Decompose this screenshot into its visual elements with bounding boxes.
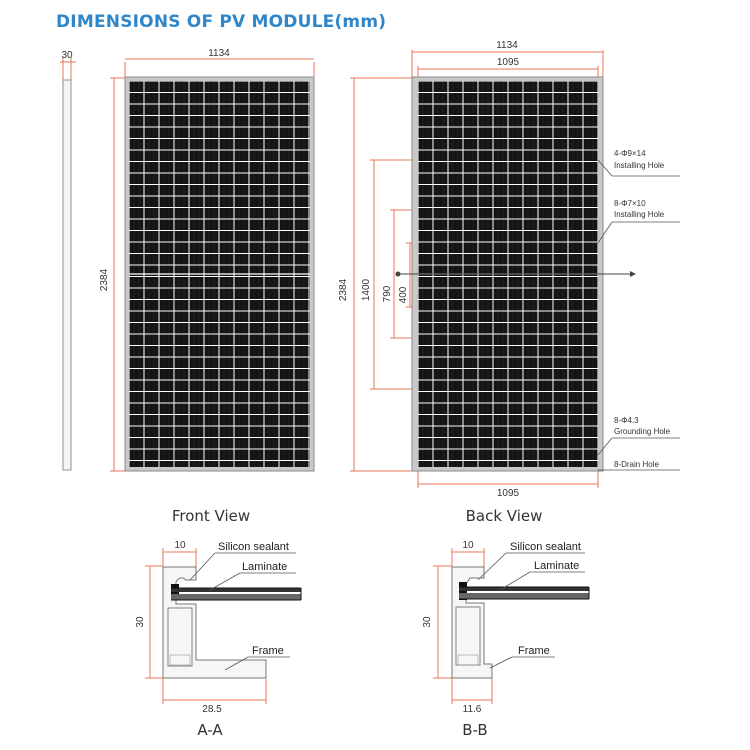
bb-side-dim: 30 [422,616,433,628]
back-width-bottom-dim: 1095 [497,488,520,499]
aa-laminate-label: Laminate [242,561,287,573]
bb-sealant-label: Silicon sealant [510,541,581,553]
note-2-code: 8-Φ7×10 [614,199,646,208]
back-1400-dim: 1400 [361,278,372,301]
aa-bottom-dim: 28.5 [202,704,222,715]
back-400-dim: 400 [398,286,409,303]
note-1-text: Installing Hole [614,161,665,170]
bb-label: B-B [462,721,487,739]
back-width-outer-dim: 1134 [496,40,518,51]
aa-sealant-label: Silicon sealant [218,541,289,553]
bb-frame-label: Frame [518,645,550,657]
aa-top-dim: 10 [174,540,186,551]
front-view: 1134 2384 Front View [99,48,315,525]
bb-laminate-label: Laminate [534,560,579,572]
front-height-dim: 2384 [99,268,110,291]
front-width-dim: 1134 [208,48,230,59]
bb-bottom-dim: 11.6 [463,704,482,715]
aa-side-dim: 30 [135,616,146,628]
back-view: 1134 1095 2384 1400 790 400 [338,40,680,525]
note-1-code: 4-Φ9×14 [614,149,646,158]
note-3-code: 8-Φ4.3 [614,416,639,425]
side-thickness-dim: 30 [61,50,73,61]
aa-label: A-A [197,721,223,739]
note-2-text: Installing Hole [614,210,665,219]
back-width-inner-dim: 1095 [497,57,520,68]
aa-frame-profile [162,566,267,679]
note-3-text: Grounding Hole [614,427,671,436]
back-height-dim: 2384 [338,278,349,301]
section-bb: 10 30 11.6 Silicon sealant Laminate Fram… [422,540,590,739]
side-view: 30 [60,50,76,471]
section-aa: 10 30 28.5 Silicon sealant Laminate Fram… [135,540,302,739]
back-view-label: Back View [466,507,543,525]
aa-frame-label: Frame [252,645,284,657]
side-profile [62,79,72,471]
page-title: DIMENSIONS OF PV MODULE(mm) [56,12,387,32]
bb-top-dim: 10 [462,540,474,551]
back-790-dim: 790 [382,285,393,302]
front-view-label: Front View [172,507,250,525]
note-4-text: 8-Drain Hole [614,460,659,469]
